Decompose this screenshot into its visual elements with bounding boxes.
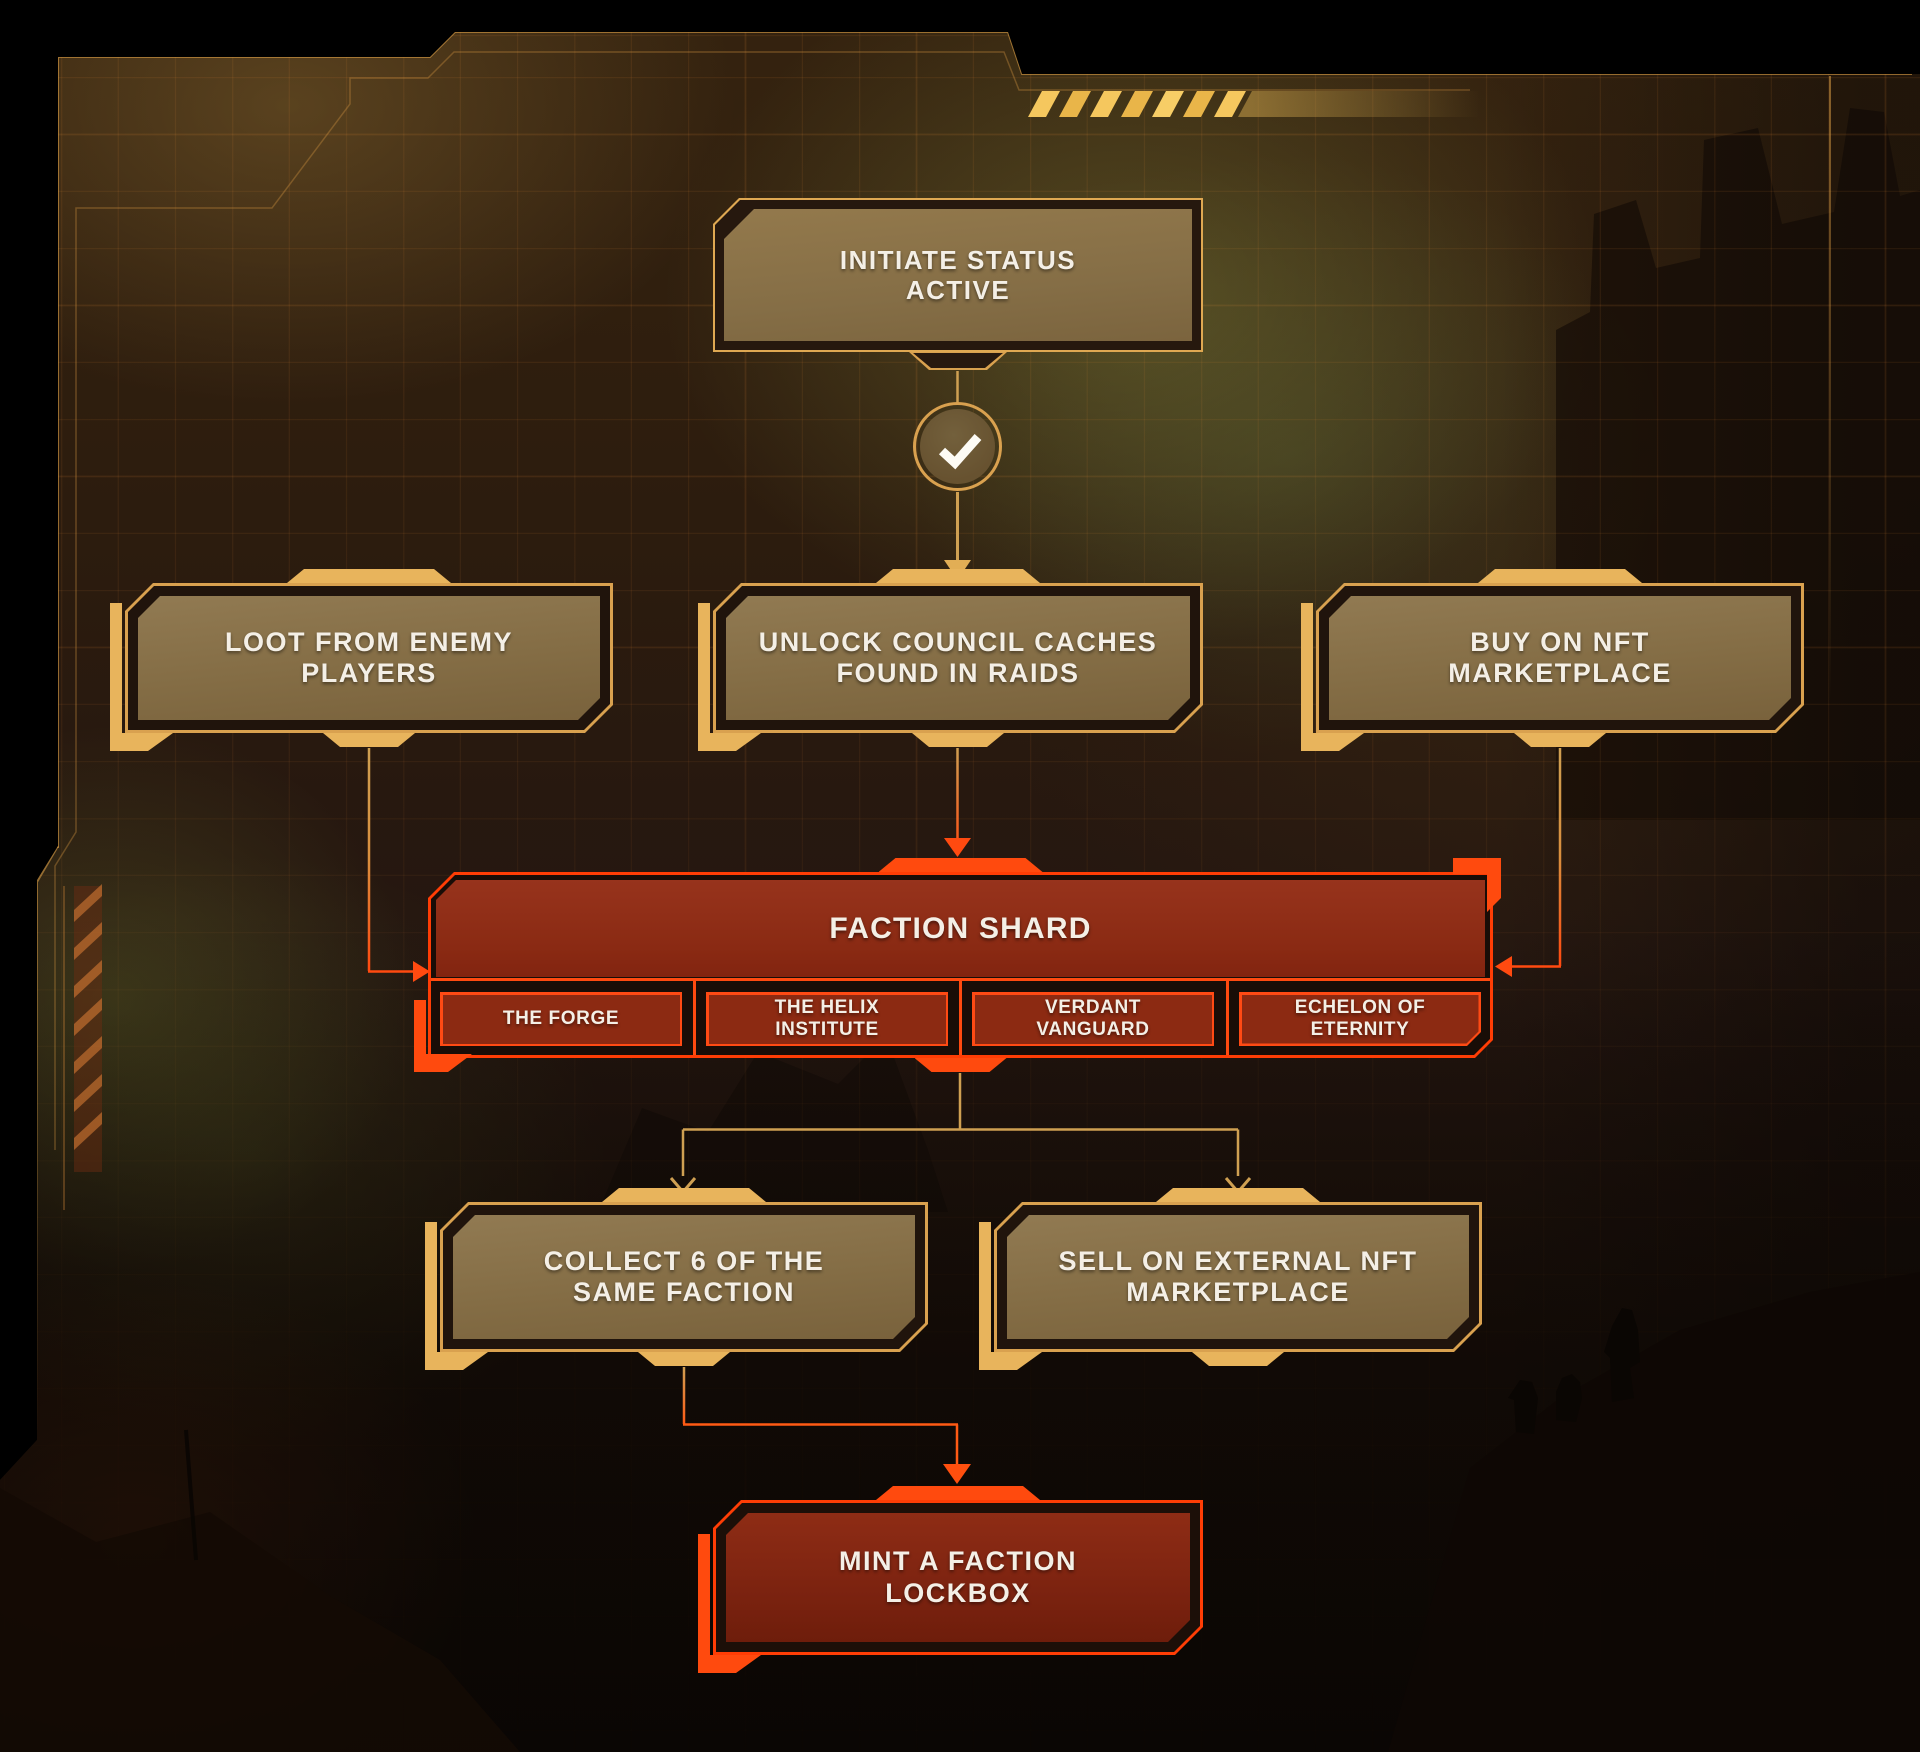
node-label: BUY ON NFT MARKETPLACE <box>1448 626 1672 688</box>
check-circle <box>913 402 1002 491</box>
node-initiate-status: INITIATE STATUS ACTIVE <box>713 198 1203 352</box>
left-slope-silhouette <box>0 1488 520 1752</box>
node-top-tab <box>1478 569 1642 583</box>
node-fill <box>453 1215 915 1339</box>
faction-chip-echelon-of-eternity: ECHELON OF ETERNITY <box>1239 992 1481 1046</box>
panel-column-divider <box>958 979 962 1055</box>
node-bottom-tab <box>323 733 415 747</box>
chip-fill <box>442 994 680 1044</box>
node-fill <box>1007 1215 1469 1339</box>
check-circle-disc <box>920 409 995 484</box>
node-bottom-tab <box>638 1352 730 1366</box>
node-fill <box>726 596 1190 720</box>
wanderer-figure <box>1604 1308 1640 1402</box>
panel-bottom-tab <box>915 1058 1007 1072</box>
node-top-tab <box>602 1188 766 1202</box>
node-fill <box>1329 596 1791 720</box>
node-top-tab <box>287 569 451 583</box>
chip-label: THE HELIX INSTITUTE <box>774 996 880 1040</box>
node-fill <box>724 209 1192 341</box>
node-label: LOOT FROM ENEMY PLAYERS <box>225 626 513 688</box>
arrowhead-down-icon <box>943 1464 971 1484</box>
node-bottom-tab <box>913 353 1003 368</box>
arrowhead-left-icon <box>1495 956 1512 977</box>
panel-column-divider <box>692 979 696 1055</box>
faction-chip-the-forge: THE FORGE <box>440 992 682 1046</box>
node-label: INITIATE STATUS ACTIVE <box>839 244 1077 305</box>
node-label: COLLECT 6 OF THE SAME FACTION <box>543 1245 825 1307</box>
chip-label: THE FORGE <box>502 1007 620 1029</box>
chip-fill <box>708 994 946 1044</box>
node-label: SELL ON EXTERNAL NFT MARKETPLACE <box>1058 1245 1418 1307</box>
node-label: MINT A FACTION LOCKBOX <box>839 1546 1077 1608</box>
right-slope-silhouette <box>1388 1272 1920 1752</box>
chip-fill <box>1242 995 1479 1044</box>
node-top-tab <box>876 569 1040 583</box>
check-icon <box>938 434 982 470</box>
faction-chip-verdant-vanguard: VERDANT VANGUARD <box>972 992 1214 1046</box>
node-collect-six-same-faction: COLLECT 6 OF THE SAME FACTION <box>440 1202 928 1352</box>
wanderer-figure <box>1556 1374 1582 1422</box>
arrowhead-right-icon <box>413 961 430 982</box>
panel-top-tab <box>879 858 1043 872</box>
frame-inner-line <box>54 51 1470 1150</box>
hazard-stripes <box>1028 91 1478 117</box>
arrowhead-down-icon <box>944 838 971 857</box>
node-bottom-tab <box>1192 1352 1284 1366</box>
node-fill <box>726 1513 1190 1642</box>
chip-fill <box>974 994 1212 1044</box>
faction-shard-panel: FACTION SHARD THE FORGE THE HELIX INSTIT… <box>414 858 1501 1072</box>
frame-left-step-line <box>36 845 59 1430</box>
pole-silhouette <box>184 1429 198 1561</box>
chip-label: ECHELON OF ETERNITY <box>1294 996 1426 1040</box>
node-label: UNLOCK COUNCIL CACHES FOUND IN RAIDS <box>758 626 1158 688</box>
node-buy-on-nft-marketplace: BUY ON NFT MARKETPLACE <box>1316 583 1804 733</box>
panel-header <box>436 880 1485 977</box>
node-top-tab <box>876 1486 1040 1500</box>
node-fill <box>138 596 600 720</box>
panel-column-divider <box>1225 979 1229 1055</box>
node-bottom-tab <box>912 733 1004 747</box>
left-hazard-bar <box>63 884 102 1210</box>
wanderer-figure <box>1508 1380 1538 1434</box>
chip-label: VERDANT VANGUARD <box>1036 996 1150 1040</box>
node-bottom-tab <box>1514 733 1606 747</box>
node-unlock-council-caches: UNLOCK COUNCIL CACHES FOUND IN RAIDS <box>713 583 1203 733</box>
panel-title: FACTION SHARD <box>829 911 1092 945</box>
node-loot-from-enemy-players: LOOT FROM ENEMY PLAYERS <box>125 583 613 733</box>
frame-boundary-line <box>57 32 1912 848</box>
node-mint-faction-lockbox: MINT A FACTION LOCKBOX <box>713 1500 1203 1655</box>
faction-chip-helix-institute: THE HELIX INSTITUTE <box>706 992 948 1046</box>
node-sell-on-external-marketplace: SELL ON EXTERNAL NFT MARKETPLACE <box>994 1202 1482 1352</box>
node-top-tab <box>1156 1188 1320 1202</box>
